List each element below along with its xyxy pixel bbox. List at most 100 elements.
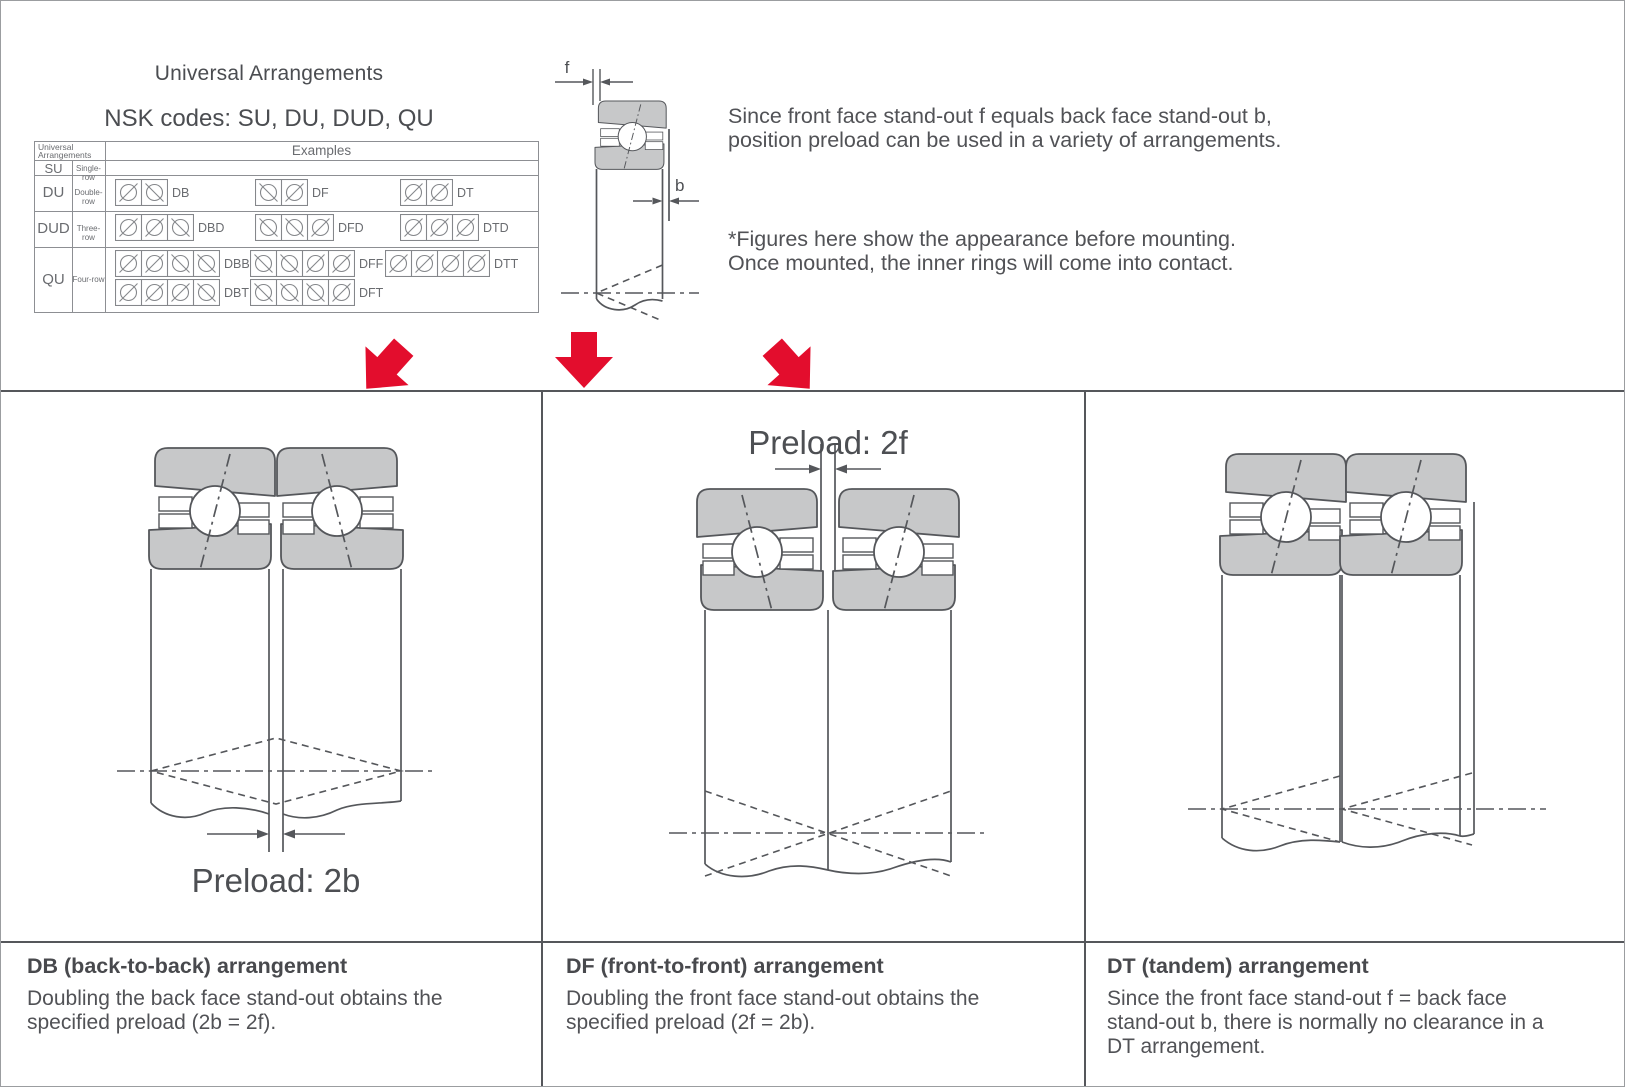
bearing-symbols-dtd [400,214,479,241]
bearing-orientation-symbol [250,250,277,277]
bearing-symbols-dbt [115,279,220,306]
panel-divider-1 [541,390,543,1086]
bearing-symbols-dtt [385,250,490,277]
intro-text: Since front face stand-out f equals back… [728,104,1281,152]
bearing-orientation-symbol [141,279,168,306]
row-type-qu: Four-row [72,275,105,284]
example-group-dbd: DBD [115,214,224,241]
bearing-orientation-symbol [426,179,453,206]
bearing-orientation-symbol [141,179,168,206]
page-subtitle: NSK codes: SU, DU, DUD, QU [104,105,434,132]
bearing-orientation-symbol [411,250,438,277]
arrow-down-icon [555,332,613,388]
example-label-df: DF [312,185,329,200]
example-group-dff: DFF [250,250,383,277]
bearing-orientation-symbol [115,179,142,206]
note-line-1: *Figures here show the appearance before… [728,227,1236,251]
example-label-dtt: DTT [494,256,519,271]
caption-body-dt: Since the front face stand-out f = back … [1107,987,1544,1058]
table-line [72,160,73,312]
example-label-dbd: DBD [198,220,225,235]
red-arrows [365,332,811,389]
caption-dt: DT (tandem) arrangement Since the front … [1107,954,1569,1059]
row-code-qu: QU [42,271,65,288]
bearing-orientation-symbol [255,179,282,206]
arrow-down-left-icon [365,338,414,389]
intro-line-1: Since front face stand-out f equals back… [728,104,1272,128]
caption-title-dt: DT (tandem) arrangement [1107,954,1369,978]
mounting-note: *Figures here show the appearance before… [728,227,1236,275]
table-line [35,160,538,161]
caption-title-db: DB (back-to-back) arrangement [27,954,348,978]
row-code-dud: DUD [37,220,70,237]
bearing-orientation-symbol [115,250,142,277]
example-group-df: DF [255,179,329,206]
arrangements-table: Universal Arrangements Examples SU Singl… [34,141,539,313]
example-group-dtd: DTD [400,214,509,241]
df-arrangement-figure: Preload: 2f [669,424,989,878]
bearing-orientation-symbol [276,279,303,306]
bearing-symbols-dbd [115,214,194,241]
table-line [35,211,538,212]
bearing-orientation-symbol [400,214,427,241]
bearing-orientation-symbol [193,250,220,277]
bearing-orientation-symbol [385,250,412,277]
table-corner-line1: Universal [38,142,74,152]
bearing-symbols-dff [250,250,355,277]
preload-label-db: Preload: 2b [192,862,361,899]
example-group-db: DB [115,179,189,206]
panel-divider-2 [1084,390,1086,1086]
example-group-dt: DT [400,179,474,206]
db-arrangement-figure: Preload: 2b [117,447,435,899]
bearing-orientation-symbol [115,214,142,241]
bearing-orientation-symbol [141,214,168,241]
table-line [105,142,106,312]
example-label-dbb: DBB [224,256,250,271]
example-group-dft: DFT [250,279,383,306]
bearing-orientation-symbol [167,279,194,306]
bearing-orientation-symbol [307,214,334,241]
bearing-symbols-df [255,179,308,206]
bearing-symbols-dbb [115,250,220,277]
bearing-orientation-symbol [167,250,194,277]
caption-db: DB (back-to-back) arrangement Doubling t… [27,954,479,1035]
example-label-db: DB [172,185,190,200]
caption-df: DF (front-to-front) arrangement Doubling… [566,954,1018,1035]
bearing-symbols-dfd [255,214,334,241]
row-type-dud: Three-row [76,224,101,242]
example-group-dfd: DFD [255,214,364,241]
preload-label-df: Preload: 2f [748,424,908,461]
bearing-orientation-symbol [276,250,303,277]
example-label-dtd: DTD [483,220,509,235]
bearing-orientation-symbol [281,214,308,241]
bearing-orientation-symbol [167,214,194,241]
row-type-su: Single-row [76,164,101,182]
bearing-orientation-symbol [437,250,464,277]
examples-header: Examples [291,143,352,158]
bearing-orientation-symbol [281,179,308,206]
bearing-orientation-symbol [452,214,479,241]
example-label-dt: DT [457,185,474,200]
bearing-orientation-symbol [302,250,329,277]
arrow-down-right-icon [762,338,811,389]
row-type-du: Double-row [74,188,103,206]
table-corner-line2: Arrangements [38,150,92,161]
bearing-orientation-symbol [255,214,282,241]
table-line [35,247,538,248]
dimension-label-f: f [565,58,570,77]
bearing-orientation-symbol [400,179,427,206]
bearing-orientation-symbol [302,279,329,306]
panel-top-divider [1,390,1624,392]
bearing-orientation-symbol [250,279,277,306]
example-group-dbt: DBT [115,279,249,306]
bearing-orientation-symbol [141,250,168,277]
dimension-label-b: b [675,176,684,195]
caption-body-db: Doubling the back face stand-out obtains… [27,987,443,1034]
example-label-dft: DFT [359,285,384,300]
bearing-symbols-dft [250,279,355,306]
example-label-dff: DFF [359,256,384,271]
row-code-du: DU [42,184,65,201]
bearing-orientation-symbol [426,214,453,241]
bearing-orientation-symbol [115,279,142,306]
